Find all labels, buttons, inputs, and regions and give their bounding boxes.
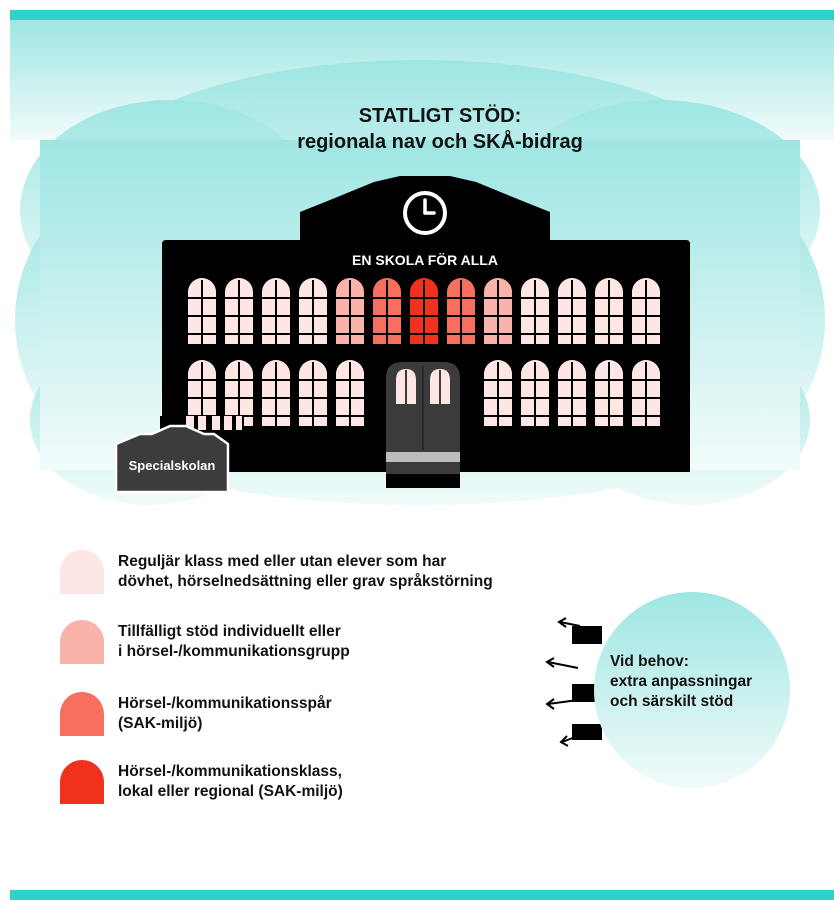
- legend-line: Hörsel-/kommunikationsspår: [118, 695, 332, 712]
- specialskolan-label: Specialskolan: [128, 458, 216, 473]
- top-accent-bar: [10, 10, 834, 20]
- windows: [188, 278, 660, 426]
- title-line-2: regionala nav och SKÅ-bidrag: [297, 131, 583, 153]
- legend-line: i hörsel-/kommunikationsgrupp: [118, 643, 350, 660]
- legend-swatch: [60, 692, 104, 736]
- extra-support-text: Vid behov: extra anpassningar och särski…: [610, 652, 790, 712]
- extra-support-line: och särskilt stöd: [610, 693, 734, 710]
- page-title: STATLIGT STÖD: regionala nav och SKÅ-bid…: [200, 103, 680, 155]
- legend-line: (SAK-miljö): [118, 715, 203, 732]
- legend-label: Reguljär klass med eller utan elever som…: [118, 552, 493, 592]
- legend-swatch: [60, 760, 104, 804]
- legend-line: lokal eller regional (SAK-miljö): [118, 783, 343, 800]
- legend-line: Hörsel-/kommunikationsklass,: [118, 763, 342, 780]
- extra-support-circle: [594, 592, 790, 788]
- legend-item-regular-class: Reguljär klass med eller utan elever som…: [60, 550, 580, 600]
- legend-line: Tillfälligt stöd individuellt eller: [118, 623, 341, 640]
- legend-label: Tillfälligt stöd individuellt eller i hö…: [118, 622, 350, 662]
- school-motto: EN SKOLA FÖR ALLA: [352, 252, 498, 268]
- entrance-door: [386, 362, 460, 488]
- legend-item-communication-class: Hörsel-/kommunikationsklass, lokal eller…: [60, 760, 580, 810]
- legend-item-temporary-support: Tillfälligt stöd individuellt eller i hö…: [60, 620, 580, 670]
- legend-swatch: [60, 550, 104, 594]
- bottom-accent-bar: [10, 890, 834, 900]
- legend-label: Hörsel-/kommunikationsklass, lokal eller…: [118, 762, 343, 802]
- clock-icon: [403, 191, 447, 235]
- legend-label: Hörsel-/kommunikationsspår (SAK-miljö): [118, 694, 332, 734]
- legend-line: Reguljär klass med eller utan elever som…: [118, 553, 447, 570]
- specialskolan-annex: [114, 416, 244, 494]
- legend-line: dövhet, hörselnedsättning eller grav spr…: [118, 573, 493, 590]
- title-line-1: STATLIGT STÖD:: [358, 105, 522, 127]
- legend-swatch: [60, 620, 104, 664]
- extra-support-line: extra anpassningar: [610, 673, 753, 690]
- legend-item-communication-track: Hörsel-/kommunikationsspår (SAK-miljö): [60, 692, 580, 742]
- extra-support-line: Vid behov:: [610, 653, 689, 670]
